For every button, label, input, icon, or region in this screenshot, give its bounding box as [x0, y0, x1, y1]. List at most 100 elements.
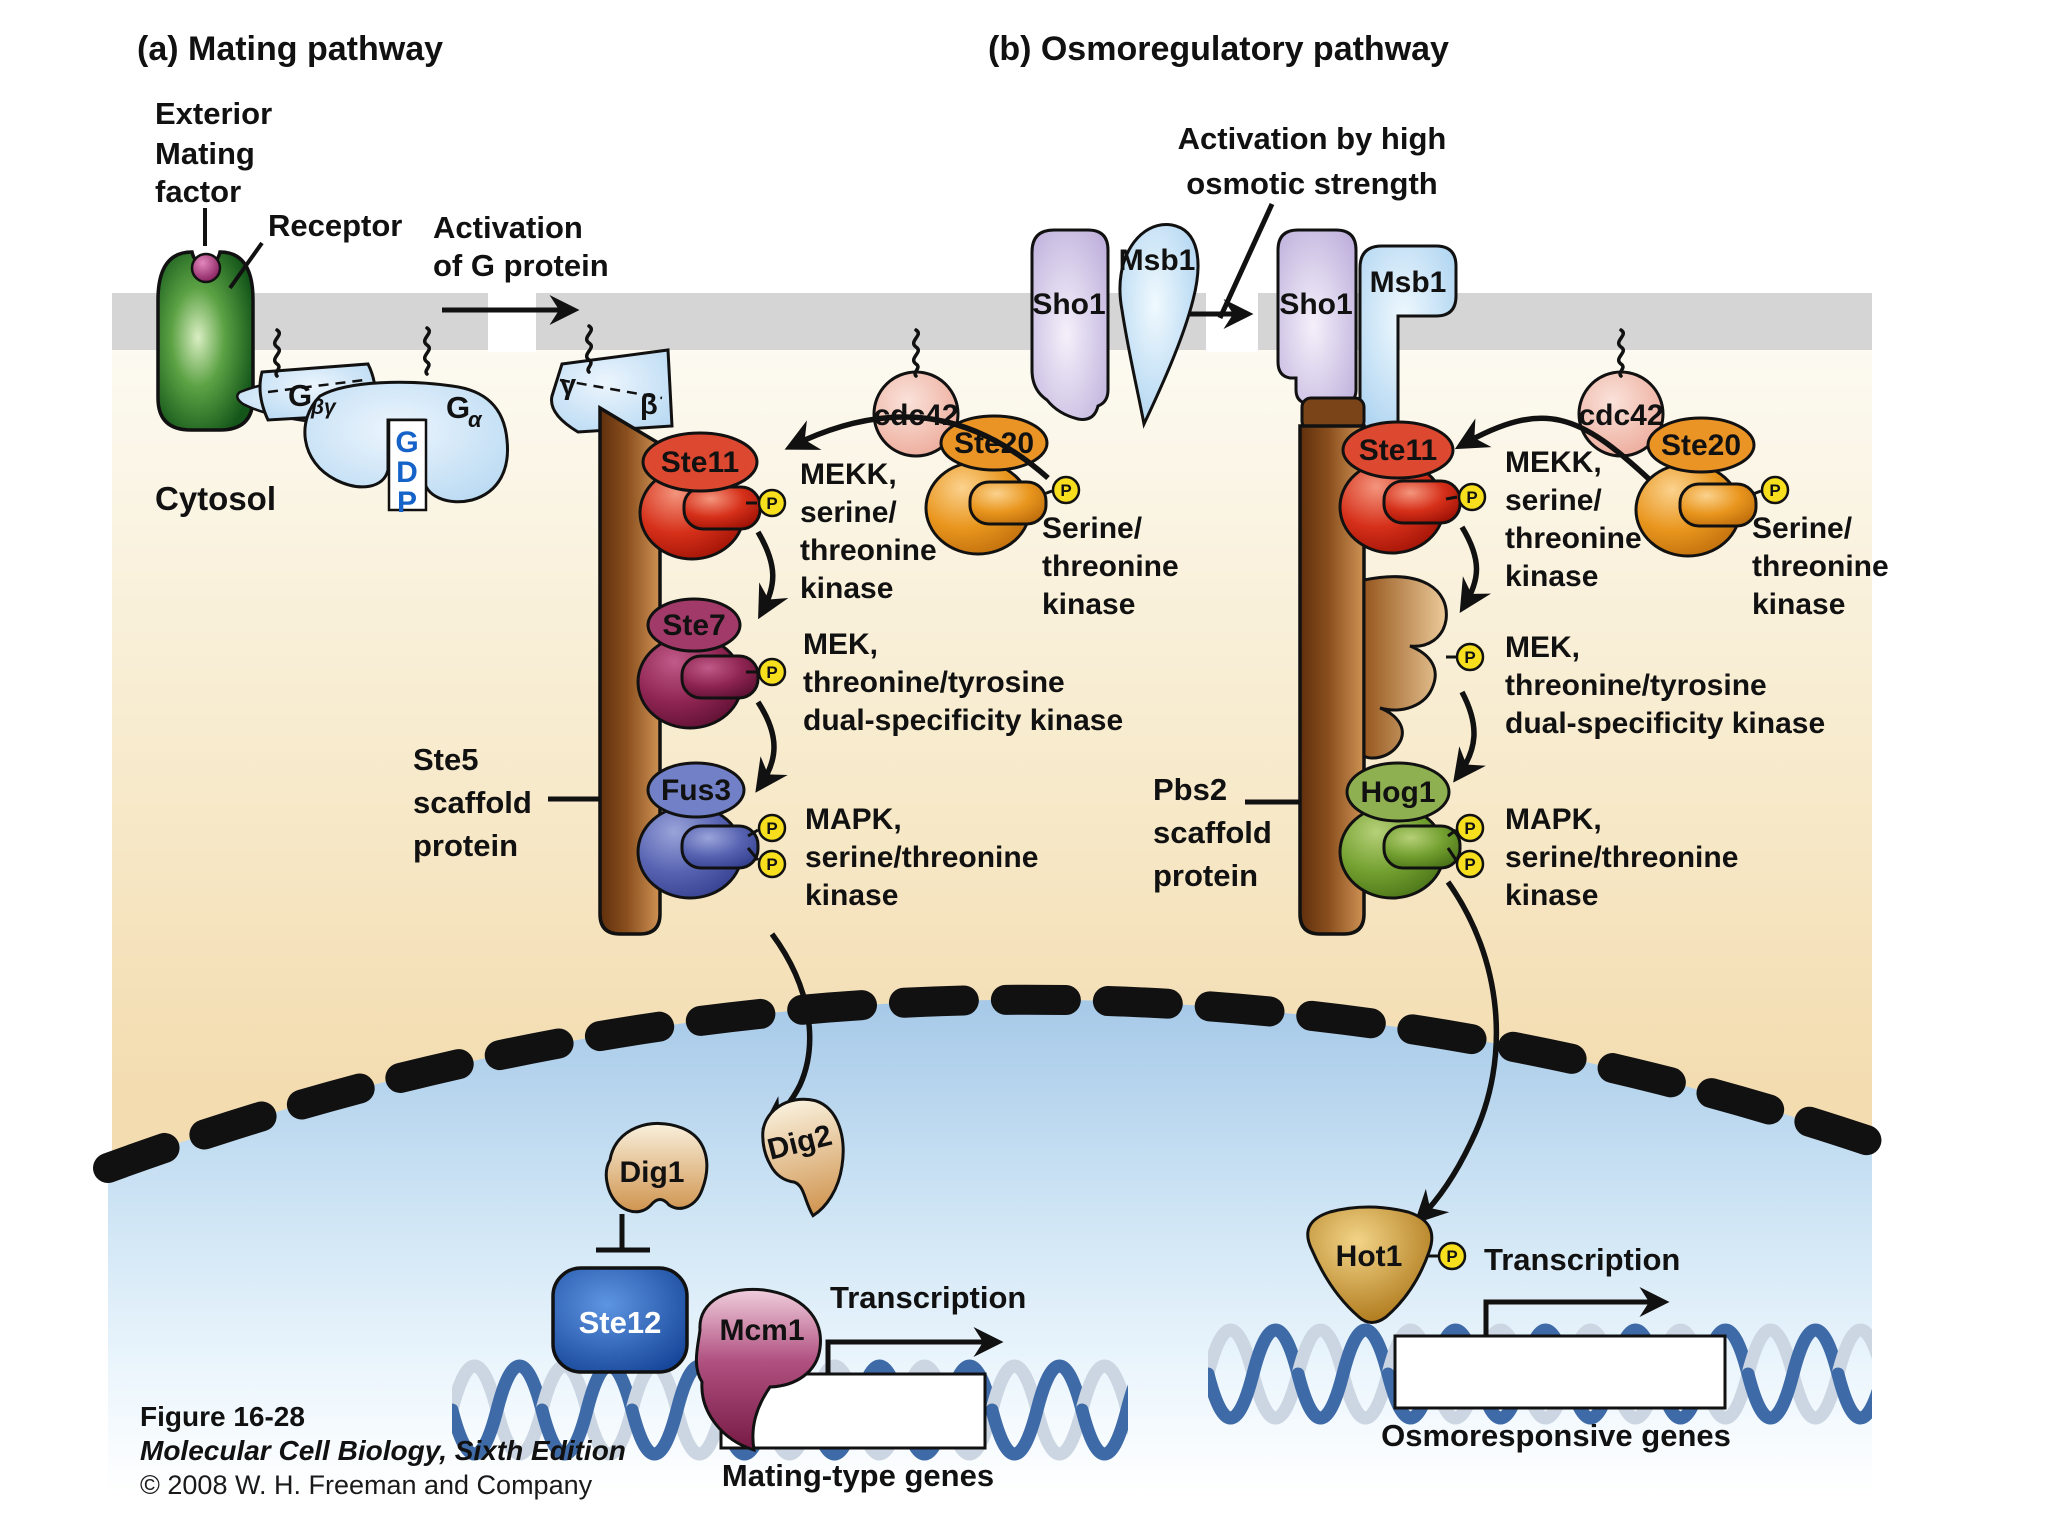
g-beta-gamma-sub: βγ: [310, 396, 337, 419]
transcription-arrow-b: [1483, 1287, 1670, 1336]
g-alpha-label: G: [446, 390, 470, 425]
hog1-label: Hog1: [1361, 776, 1436, 809]
svg-text:threonine/tyrosine: threonine/tyrosine: [803, 666, 1065, 699]
mating-factor-ball: [190, 252, 222, 284]
exterior-label: Exterior: [155, 96, 272, 131]
sho1-right-label: Sho1: [1279, 288, 1352, 321]
msb1-left-shape: [1118, 223, 1200, 429]
panel-a-title: (a) Mating pathway: [137, 30, 443, 68]
caption-copyright: © 2008 W. H. Freeman and Company: [140, 1470, 593, 1500]
ste20-kinase-text-b: Serine/ threonine kinase: [1752, 512, 1889, 621]
ste5-label-1: Ste5: [413, 742, 478, 777]
activation-a-label-1: Activation: [433, 210, 583, 245]
transcription-arrow-a: [825, 1327, 1004, 1374]
fus3-label: Fus3: [661, 774, 731, 807]
receptor-leader: [228, 241, 264, 290]
svg-text:serine/threonine: serine/threonine: [805, 841, 1038, 874]
membrane-gap-a: [488, 291, 536, 352]
svg-text:Serine/: Serine/: [1042, 512, 1143, 545]
activation-a-label-2: of G protein: [433, 248, 609, 283]
ste5-scaffold-shape: [598, 404, 662, 936]
svg-text:threonine: threonine: [1505, 522, 1642, 555]
svg-text:kinase: kinase: [800, 572, 893, 605]
gdp-label: G D P: [395, 426, 418, 519]
svg-text:P: P: [766, 663, 777, 682]
gene-box-osmo: [1393, 1334, 1727, 1410]
panel-b-title: (b) Osmoregulatory pathway: [988, 30, 1449, 68]
caption-figure: Figure 16-28: [140, 1401, 305, 1432]
pbs2-scaffold-shape: [1298, 424, 1366, 936]
svg-text:serine/threonine: serine/threonine: [1505, 841, 1738, 874]
svg-text:kinase: kinase: [805, 879, 898, 912]
ste11-label-a: Ste11: [661, 446, 739, 479]
pbs2-label-1: Pbs2: [1153, 772, 1227, 807]
svg-text:P: P: [1464, 648, 1475, 667]
svg-text:P: P: [1464, 819, 1475, 838]
ste7-label-ellipse: [646, 597, 742, 653]
ste5-label-3: protein: [413, 828, 518, 863]
g-alpha-shape: [303, 380, 510, 512]
dig2-shape: [761, 1097, 845, 1218]
ste20-kinase-text-a: Serine/ threonine kinase: [1042, 512, 1179, 621]
svg-text:P: P: [397, 486, 417, 519]
ste20-label-b: Ste20: [1661, 429, 1741, 462]
mekk-text-b: MEKK, serine/ threonine kinase: [1505, 446, 1642, 593]
ste11-to-ste7-arrow: [755, 530, 789, 620]
mating-factor-label-2: factor: [155, 174, 241, 209]
svg-text:kinase: kinase: [1752, 588, 1845, 621]
svg-text:P: P: [1769, 481, 1780, 500]
svg-text:P: P: [1464, 855, 1475, 874]
svg-text:threonine: threonine: [800, 534, 937, 567]
svg-text:MAPK,: MAPK,: [805, 803, 902, 836]
ste7-to-fus3-arrow: [755, 700, 788, 793]
ste20-to-ste11-arrow-a: [784, 414, 1050, 481]
mating-genes-label: Mating-type genes: [722, 1458, 994, 1493]
mek-to-hog1-arrow: [1453, 690, 1486, 783]
cdc42-label-a: cdc42: [873, 399, 958, 432]
svg-text:P: P: [1060, 481, 1071, 500]
svg-text:P: P: [766, 494, 777, 513]
osmo-genes-label: Osmoresponsive genes: [1381, 1418, 1731, 1453]
phosphate-badges: PP PP PP PP PP P: [746, 475, 1790, 1271]
ste11-to-mek-arrow-b: [1459, 525, 1492, 614]
dig1-label: Dig1: [619, 1156, 684, 1189]
mek-text-a: MEK, threonine/tyrosine dual-specificity…: [803, 628, 1123, 737]
g-beta-gamma-label: G: [288, 378, 312, 413]
g-alpha-sub: α: [468, 407, 483, 432]
ste11-label-b: Ste11: [1359, 434, 1437, 467]
receptor-label: Receptor: [268, 208, 402, 243]
hog1-label-ellipse: [1345, 761, 1451, 823]
svg-text:P: P: [766, 819, 777, 838]
svg-text:threonine: threonine: [1042, 550, 1179, 583]
hog1-to-nucleus-arrow: [1414, 880, 1500, 1224]
cytosol-label: Cytosol: [155, 480, 276, 517]
mekk-text-a: MEKK, serine/ threonine kinase: [800, 458, 937, 605]
svg-text:P: P: [1466, 488, 1477, 507]
plasma-membrane: [112, 293, 1872, 350]
transcription-label-b: Transcription: [1484, 1242, 1680, 1277]
mapk-text-b: MAPK, serine/threonine kinase: [1505, 803, 1738, 912]
ste5-label-2: scaffold: [413, 785, 532, 820]
svg-text:kinase: kinase: [1505, 560, 1598, 593]
gdp-pocket: [387, 418, 428, 512]
svg-text:D: D: [396, 456, 418, 489]
cdc42-label-b: cdc42: [1578, 399, 1663, 432]
svg-text:kinase: kinase: [1505, 879, 1598, 912]
pbs2-label-2: scaffold: [1153, 815, 1272, 850]
hot1-shape: [1306, 1205, 1434, 1324]
mek-text-b: MEK, threonine/tyrosine dual-specificity…: [1505, 631, 1825, 740]
svg-text:threonine/tyrosine: threonine/tyrosine: [1505, 669, 1767, 702]
dig1-shape: [604, 1121, 709, 1214]
svg-text:serine/: serine/: [1505, 484, 1602, 517]
svg-text:MEK,: MEK,: [803, 628, 878, 661]
svg-text:MEK,: MEK,: [1505, 631, 1580, 664]
ste20-to-ste11-arrow-b: [1454, 415, 1652, 483]
ste11-label-ellipse-b: [1341, 420, 1455, 480]
gamma-beta-shape: [550, 348, 674, 434]
svg-text:dual-specificity kinase: dual-specificity kinase: [1505, 707, 1825, 740]
svg-text:MAPK,: MAPK,: [1505, 803, 1602, 836]
ste12-shape: [551, 1266, 689, 1374]
ste12-label: Ste12: [579, 1305, 662, 1340]
fus3-label-ellipse: [646, 761, 746, 819]
